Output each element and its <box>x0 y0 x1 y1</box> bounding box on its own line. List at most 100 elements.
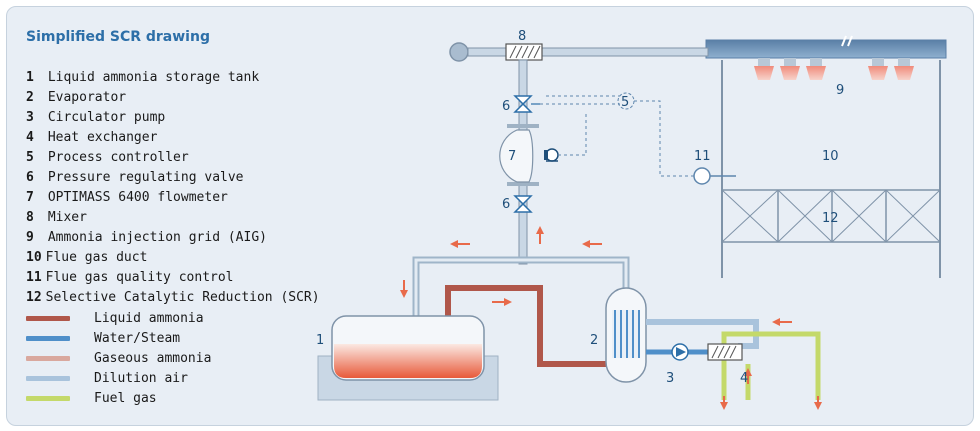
flow-arrow-left <box>772 318 792 326</box>
flowmeter <box>499 124 559 186</box>
line-type-legend: Liquid ammonia Water/Steam Gaseous ammon… <box>26 309 211 409</box>
process-controller <box>540 92 694 177</box>
line-key-label: Gaseous ammonia <box>94 351 212 366</box>
component-legend: 1 Liquid ammonia storage tank 2 Evaporat… <box>26 68 320 308</box>
legend-item: 2 Evaporator <box>26 88 320 108</box>
heat-exchanger <box>707 343 743 361</box>
flow-arrow-down <box>720 396 728 410</box>
evaporator <box>605 287 647 383</box>
legend-item: 7 OPTIMASS 6400 flowmeter <box>26 188 320 208</box>
label-scr-catalyst: 12 <box>822 211 839 226</box>
pressure-valve-lower <box>513 195 533 213</box>
flow-arrow-right <box>492 298 512 306</box>
legend-number: 3 <box>26 110 34 125</box>
label-injection-grid: 9 <box>836 83 844 98</box>
legend-number: 12 <box>26 290 42 305</box>
legend-number: 1 <box>26 70 34 85</box>
injection-nozzle <box>780 58 800 80</box>
flow-arrow-up <box>744 368 752 384</box>
legend-number: 2 <box>26 90 34 105</box>
label-mixer: 8 <box>518 29 526 44</box>
legend-number: 7 <box>26 190 34 205</box>
legend-text: Selective Catalytic Reduction (SCR) <box>45 290 320 305</box>
legend-number: 9 <box>26 230 34 245</box>
label-flowmeter: 7 <box>508 149 516 164</box>
dilution-header <box>412 256 630 316</box>
legend-text: Flue gas duct <box>45 250 148 265</box>
label-heat-exchanger: 4 <box>740 371 748 386</box>
legend-number: 4 <box>26 130 34 145</box>
legend-number: 11 <box>26 270 42 285</box>
line-key: Dilution air <box>26 369 211 389</box>
mixer <box>505 43 543 61</box>
flow-arrow-up <box>536 226 544 244</box>
flow-arrow-down <box>400 280 408 298</box>
label-circulator-pump: 3 <box>666 371 674 386</box>
legend-text: Mixer <box>47 210 87 225</box>
legend-text: Evaporator <box>47 90 127 105</box>
legend-item: 6 Pressure regulating valve <box>26 168 320 188</box>
gaseous-ammonia-swatch <box>26 356 70 361</box>
legend-text: Pressure regulating valve <box>47 170 244 185</box>
line-key-label: Fuel gas <box>94 391 157 406</box>
flow-arrows <box>400 226 822 410</box>
legend-text: Heat exchanger <box>47 130 158 145</box>
line-key: Water/Steam <box>26 329 211 349</box>
line-key-label: Liquid ammonia <box>94 311 204 326</box>
pressure-valve-upper <box>513 95 540 113</box>
ammonia-storage-tank <box>317 315 499 401</box>
flow-arrow-left <box>582 240 602 248</box>
injection-nozzle <box>806 58 826 80</box>
line-key: Gaseous ammonia <box>26 349 211 369</box>
dilution-air-swatch <box>26 376 70 381</box>
label-valve-lower: 6 <box>502 197 510 212</box>
legend-text: Circulator pump <box>47 110 166 125</box>
legend-item: 8 Mixer <box>26 208 320 228</box>
legend-text: Ammonia injection grid (AIG) <box>47 230 267 245</box>
label-evaporator: 2 <box>590 333 598 348</box>
circulator-pump <box>671 343 689 361</box>
label-flue-gas-duct: 10 <box>822 149 839 164</box>
water-steam-swatch <box>26 336 70 341</box>
injection-nozzle <box>754 58 774 80</box>
legend-text: Flue gas quality control <box>45 270 234 285</box>
injection-grid-header <box>705 39 947 59</box>
label-storage-tank: 1 <box>316 333 324 348</box>
line-key: Fuel gas <box>26 389 211 409</box>
dilution-air-fan-icon <box>449 42 469 62</box>
legend-text: Process controller <box>47 150 189 165</box>
label-valve-upper: 6 <box>502 99 510 114</box>
injection-nozzle <box>894 58 914 80</box>
flow-arrow-down <box>814 396 822 410</box>
legend-number: 5 <box>26 150 34 165</box>
legend-item: 5 Process controller <box>26 148 320 168</box>
legend-text: Liquid ammonia storage tank <box>47 70 260 85</box>
fuel-gas-swatch <box>26 396 70 401</box>
liquid-ammonia-line <box>445 285 608 367</box>
line-key: Liquid ammonia <box>26 309 211 329</box>
legend-text: OPTIMASS 6400 flowmeter <box>47 190 228 205</box>
liquid-ammonia-swatch <box>26 316 70 321</box>
line-key-label: Dilution air <box>94 371 188 386</box>
line-key-label: Water/Steam <box>94 331 181 346</box>
label-process-controller: 5 <box>621 95 629 110</box>
flue-gas-sensor <box>693 167 736 185</box>
legend-item: 4 Heat exchanger <box>26 128 320 148</box>
injection-nozzle <box>868 58 888 80</box>
legend-number: 10 <box>26 250 42 265</box>
legend-number: 6 <box>26 170 34 185</box>
legend-item: 1 Liquid ammonia storage tank <box>26 68 320 88</box>
diagram-title: Simplified SCR drawing <box>26 29 210 45</box>
legend-item: 9 Ammonia injection grid (AIG) <box>26 228 320 248</box>
scr-catalyst <box>721 189 941 243</box>
dilution-air-line <box>449 42 709 62</box>
legend-number: 8 <box>26 210 34 225</box>
flow-arrow-left <box>450 240 470 248</box>
ammonia-injection-grid <box>754 58 914 80</box>
legend-item: 3 Circulator pump <box>26 108 320 128</box>
label-flue-gas-sensor: 11 <box>694 149 711 164</box>
